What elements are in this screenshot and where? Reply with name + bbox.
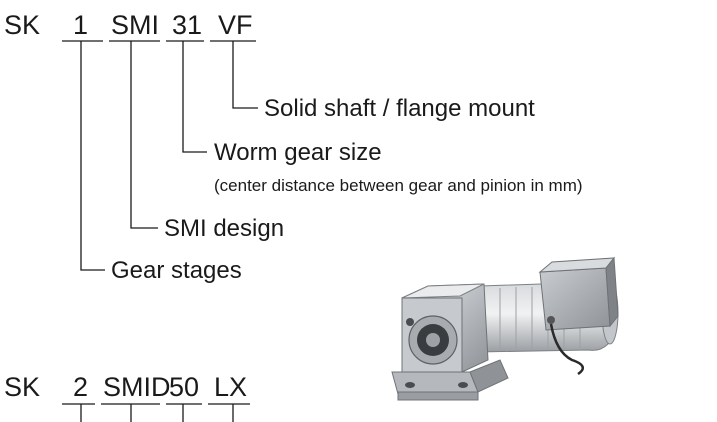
leader-design <box>130 41 158 229</box>
code2-part-mount: LX <box>214 372 247 402</box>
gear-motor-photo <box>391 256 619 401</box>
leader-stages <box>80 41 105 271</box>
code-part-size: 31 <box>172 10 202 40</box>
code-part-stages: 1 <box>73 10 88 40</box>
code-prefix-2: SK <box>4 372 40 402</box>
code2-part-design: SMID <box>103 372 171 402</box>
leader-mount <box>232 41 258 109</box>
code2-part-stages: 2 <box>73 372 88 402</box>
leader-size <box>182 41 207 153</box>
code-prefix-1: SK <box>4 10 40 40</box>
code2-part-size: 50 <box>169 372 199 402</box>
label-solid-shaft-flange: Solid shaft / flange mount <box>264 95 535 122</box>
code-part-design: SMI <box>111 10 159 40</box>
label-center-distance-note: (center distance between gear and pinion… <box>214 176 583 195</box>
label-gear-stages: Gear stages <box>111 257 242 284</box>
label-worm-gear-size: Worm gear size <box>214 139 382 166</box>
code-part-mount: VF <box>218 10 253 40</box>
label-smi-design: SMI design <box>164 215 284 242</box>
